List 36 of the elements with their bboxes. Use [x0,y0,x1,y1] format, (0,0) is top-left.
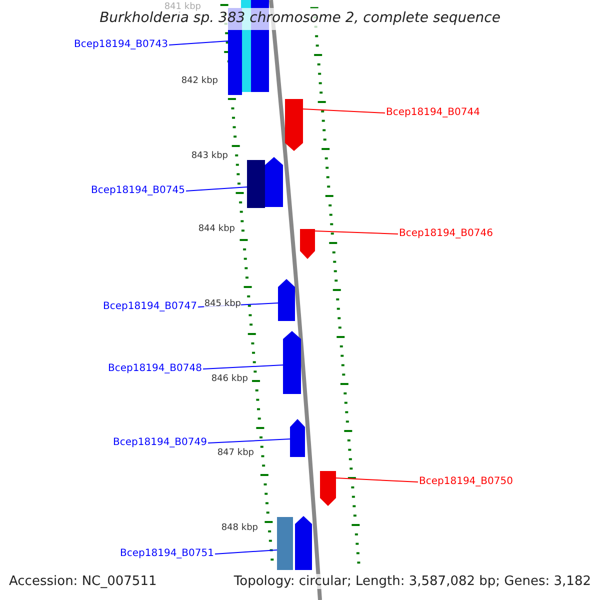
leader-line [214,550,278,554]
gene-feature [290,419,305,457]
scale-label: 842 kbp [181,76,218,87]
gene-label: Bcep18194_B0745 [91,185,185,197]
gene-feature [277,517,293,570]
scale-label: 841 kbp [164,2,201,13]
gene-feature [300,229,315,259]
scale-label: 846 kbp [211,374,248,385]
leader-line [208,438,290,444]
leader-line [186,186,248,192]
scale-label: 848 kbp [221,523,258,534]
title: Burkholderia sp. 383 chromosome 2, complete sequence [98,10,502,26]
scale-label: 845 kbp [204,299,241,310]
gene-feature [320,471,336,506]
gene-feature [278,279,295,321]
leader-line [336,478,418,482]
gene-feature [285,99,303,151]
gene-feature [247,160,265,208]
accession-note: Accession: NC_007511 [9,574,157,589]
gene-label: Bcep18194_B0744 [386,107,480,119]
scale-label: 847 kbp [217,448,254,459]
leader-line [302,108,386,114]
scale-label: 844 kbp [198,224,235,235]
leader-line [202,364,284,370]
gene-label: Bcep18194_B0751 [120,548,214,560]
gene-label: Bcep18194_B0748 [108,363,202,375]
scale-label: 843 kbp [191,151,228,162]
gene-label: Bcep18194_B0743 [74,39,168,51]
gene-label: Bcep18194_B0746 [399,228,493,240]
leader-line [314,230,398,234]
gene-feature [283,331,301,394]
gene-label: Bcep18194_B0747 [103,301,197,313]
gene-label: Bcep18194_B0750 [419,476,513,488]
genome-info-note: Topology: circular; Length: 3,587,082 bp; Genes: 3,182 [234,574,591,589]
leader-line [168,40,228,46]
gene-label: Bcep18194_B0749 [113,437,207,449]
